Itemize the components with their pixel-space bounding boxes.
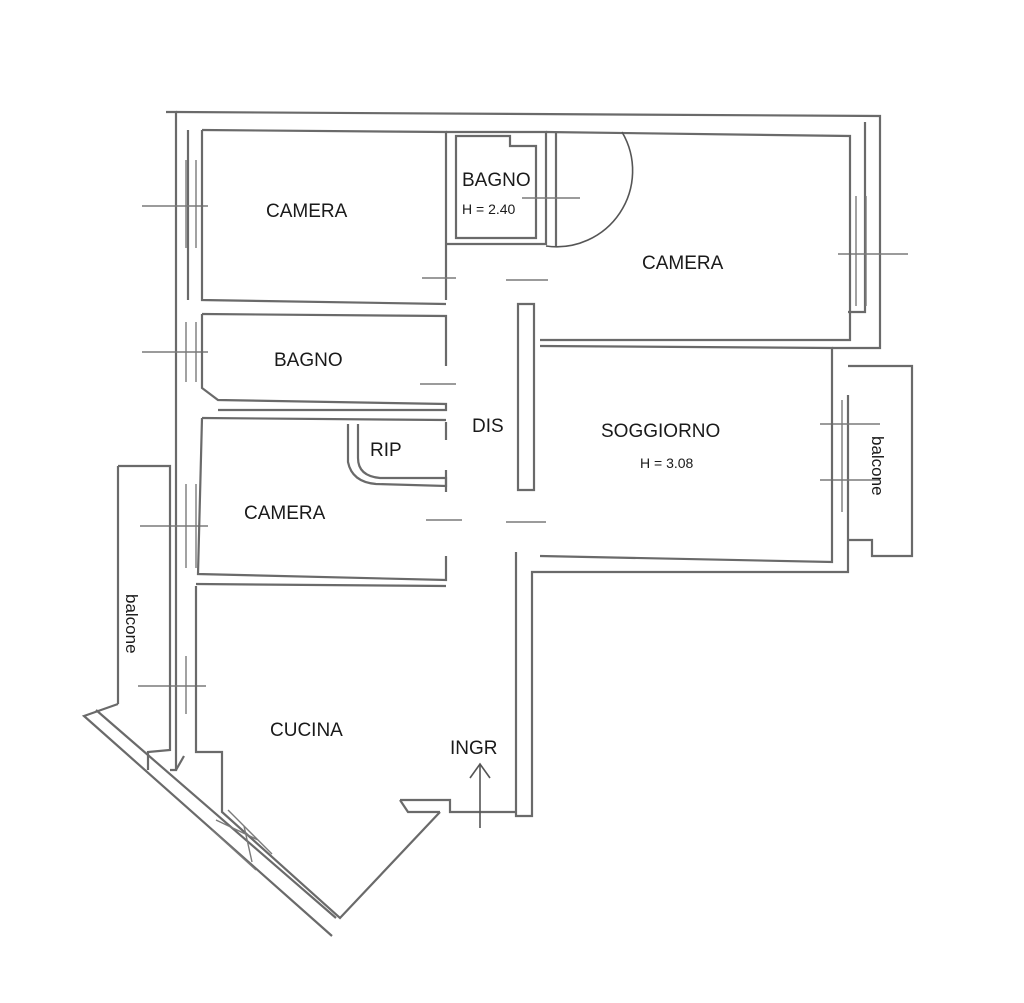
balcony-right	[848, 364, 914, 558]
left-wall	[138, 160, 208, 714]
label-cucina: CUCINA	[270, 720, 343, 741]
label-camera-middle: CAMERA	[244, 503, 326, 524]
label-rip: RIP	[370, 440, 402, 461]
room-cucina	[175, 586, 441, 920]
room-bagno-small	[446, 130, 548, 246]
label-soggiorno-height: H = 3.08	[640, 455, 694, 471]
corridor-walls	[420, 277, 548, 523]
label-bagno-middle: BAGNO	[274, 350, 343, 371]
label-dis: DIS	[472, 416, 504, 437]
room-soggiorno	[539, 344, 834, 564]
label-bagno-small-height: H = 2.40	[462, 201, 516, 217]
label-camera-top-right: CAMERA	[642, 253, 724, 274]
label-balcone-left: balcone	[122, 594, 141, 654]
entrance-arrow-icon	[469, 762, 491, 828]
label-bagno-small: BAGNO	[462, 170, 531, 191]
room-rip	[346, 422, 448, 492]
label-ingr: INGR	[450, 738, 498, 759]
label-soggiorno: SOGGIORNO	[601, 421, 720, 442]
outer-walls	[166, 110, 882, 818]
room-camera-middle	[195, 416, 448, 588]
room-camera-top-right	[522, 130, 852, 342]
balcony-left	[81, 464, 337, 937]
label-balcone-right: balcone	[868, 436, 887, 496]
label-camera-top-left: CAMERA	[266, 201, 348, 222]
room-bagno-middle	[200, 312, 448, 412]
